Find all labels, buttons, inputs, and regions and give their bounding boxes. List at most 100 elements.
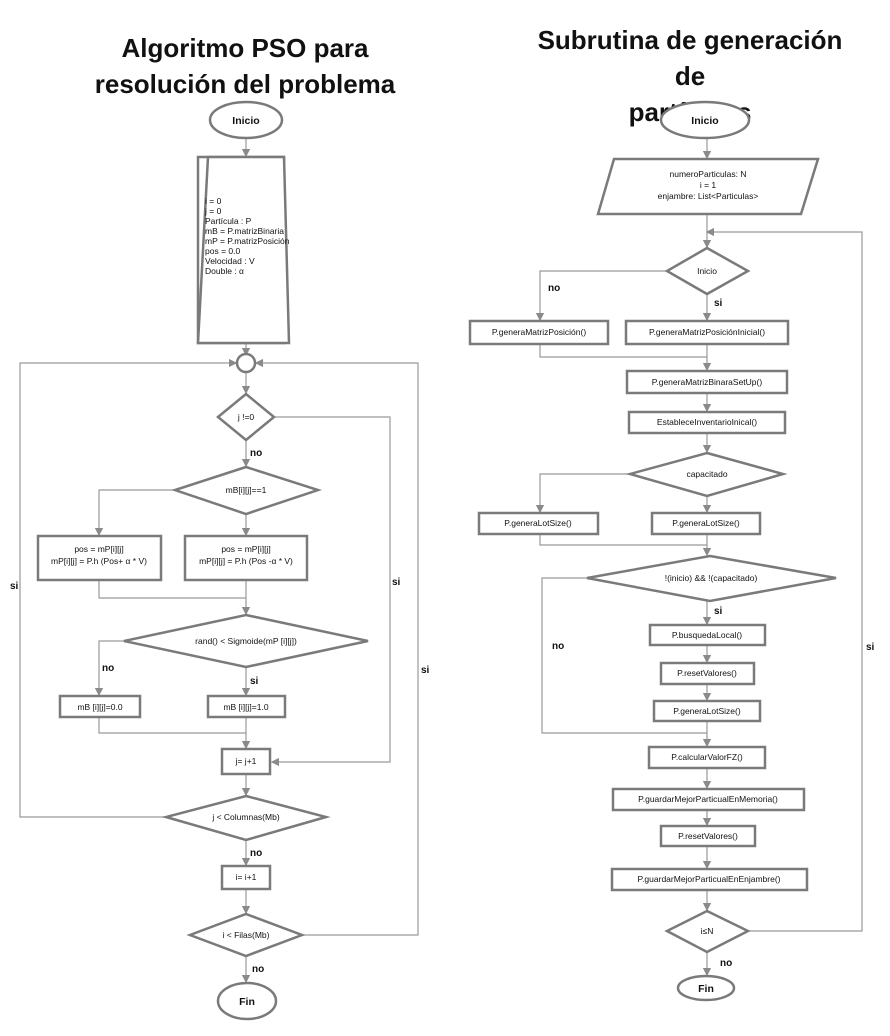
left-label-si-rows: si xyxy=(421,665,430,676)
right-box-enjambre-label: P.guardarMejorParticualEnEnjambre() xyxy=(638,874,781,884)
left-merge-connector xyxy=(235,352,257,374)
left-decision-rows: i < Filas(Mb) xyxy=(186,912,306,958)
left-decision-mb-label: mB[i][j]==1 xyxy=(226,485,267,495)
right-box-lot-left-label: P.generaLotSize() xyxy=(504,518,572,528)
left-label-si-cols: si xyxy=(10,581,19,592)
right-box-reset1-label: P.resetValores() xyxy=(677,668,737,678)
left-init-line-5: mP = P.matrizPosición xyxy=(205,236,290,246)
right-box-reset1: P.resetValores() xyxy=(659,661,756,686)
right-start-label: Inicio xyxy=(691,115,718,127)
right-box-gen-pos-ini-label: P.generaMatrizPosiciónInicial() xyxy=(649,327,765,337)
left-end-label: Fin xyxy=(239,996,255,1008)
left-label-si-rand: si xyxy=(250,676,259,687)
right-end-label: Fin xyxy=(698,983,714,995)
left-box-iinc: i= i+1 xyxy=(220,864,272,891)
right-box-bin-setup-label: P.generaMatrizBinaraSetUp() xyxy=(652,377,763,387)
right-box-inventario-label: EstableceInventarioInical() xyxy=(657,417,757,427)
right-box-lot-right: P.generaLotSize() xyxy=(650,511,762,536)
right-label-no-inicio: no xyxy=(548,283,560,294)
left-decision-rand: rand() < Sigmoide(mP [i][j]) xyxy=(123,613,369,669)
left-decision-rand-label: rand() < Sigmoide(mP [i][j]) xyxy=(195,636,297,646)
right-box-reset2-label: P.resetValores() xyxy=(678,831,738,841)
left-title-line1: Algoritmo PSO para xyxy=(121,33,369,63)
right-box-busqueda-label: P.busquedaLocal() xyxy=(672,630,742,640)
left-decision-cols: j < Columnas(Mb) xyxy=(161,794,331,842)
left-end-terminal: Fin xyxy=(216,981,278,1021)
left-label-no-rows: no xyxy=(252,964,264,975)
left-label-si-j: si xyxy=(392,577,401,588)
left-box-iinc-label: i= i+1 xyxy=(236,872,257,882)
right-init-line-2: i = 1 xyxy=(700,180,717,190)
left-init-line-7: Velocidad : V xyxy=(205,256,255,266)
left-decision-rows-label: i < Filas(Mb) xyxy=(223,930,270,940)
left-box-pos-add: pos = mP[i][j] mP[i][j] = P.h (Pos+ α * … xyxy=(36,534,163,582)
left-box-mb1-label: mB [i][j]=1.0 xyxy=(223,702,268,712)
left-box-jinc-label: j= j+1 xyxy=(235,756,257,766)
right-decision-capacitado: capacitado xyxy=(625,451,788,498)
left-start-label: Inicio xyxy=(232,115,259,127)
left-init-line-2: j = 0 xyxy=(204,206,222,216)
right-box-gen-pos-ini: P.generaMatrizPosiciónInicial() xyxy=(624,319,790,346)
right-decision-capacitado-label: capacitado xyxy=(686,469,727,479)
left-init-line-3: Partícula : P xyxy=(205,216,252,226)
right-label-no-end: no xyxy=(720,958,732,969)
right-box-reset2: P.resetValores() xyxy=(659,824,757,848)
left-box-mb0: mB [i][j]=0.0 xyxy=(58,694,142,719)
left-init-line-4: mB = P.matrizBinaria xyxy=(205,226,284,236)
right-init-parallelogram: numeroParticulas: N i = 1 enjambre: List… xyxy=(596,157,820,216)
right-label-no-both: no xyxy=(552,641,564,652)
left-init-parallelogram: i = 0 j = 0 Partícula : P mB = P.matrizB… xyxy=(196,155,291,345)
right-box-inventario: EstableceInventarioInical() xyxy=(627,410,787,435)
left-decision-mb: mB[i][j]==1 xyxy=(171,465,323,516)
left-title-line2: resolución del problema xyxy=(94,69,396,99)
right-init-line-1: numeroParticulas: N xyxy=(669,169,746,179)
right-box-enjambre: P.guardarMejorParticualEnEnjambre() xyxy=(610,867,809,892)
right-decision-both: !(inicio) && !(capacitado) xyxy=(586,554,837,603)
left-box-pos-sub-line1: pos = mP[i][j] xyxy=(221,544,270,554)
right-decision-iN-label: i≤N xyxy=(701,926,714,936)
right-label-si-both: si xyxy=(714,606,723,617)
right-flowchart: Inicio numeroParticulas: N i = 1 enjambr… xyxy=(468,100,875,1002)
right-box-busqueda: P.busquedaLocal() xyxy=(648,623,767,647)
right-box-lot3: P.generaLotSize() xyxy=(652,699,762,723)
left-flowchart: Inicio i = 0 j = 0 Partícula : P mB = P.… xyxy=(10,100,430,1021)
right-box-fz: P.calcularValorFZ() xyxy=(647,745,767,770)
right-end-terminal: Fin xyxy=(676,974,736,1002)
right-decision-inicio-label: Inicio xyxy=(697,266,717,276)
right-title-line1: Subrutina de generación de xyxy=(537,25,843,91)
right-label-si-loop: si xyxy=(866,642,875,653)
right-box-lot-left: P.generaLotSize() xyxy=(477,511,600,536)
left-title: Algoritmo PSO para resolución del proble… xyxy=(90,30,400,102)
right-box-mem-label: P.guardarMejorParticualEnMemoria() xyxy=(638,794,778,804)
right-box-mem: P.guardarMejorParticualEnMemoria() xyxy=(611,787,806,812)
left-label-no-j: no xyxy=(250,448,262,459)
right-decision-iN: i≤N xyxy=(664,909,751,954)
right-box-bin-setup: P.generaMatrizBinaraSetUp() xyxy=(625,369,789,395)
left-start-terminal: Inicio xyxy=(208,100,284,140)
right-label-si-inicio: si xyxy=(714,298,723,309)
left-box-mb0-label: mB [i][j]=0.0 xyxy=(77,702,122,712)
left-box-pos-sub: pos = mP[i][j] mP[i][j] = P.h (Pos -α * … xyxy=(183,534,309,582)
left-box-pos-add-line2: mP[i][j] = P.h (Pos+ α * V) xyxy=(51,556,147,566)
right-init-line-3: enjambre: List<Particulas> xyxy=(658,191,759,201)
left-decision-cols-label: j < Columnas(Mb) xyxy=(211,812,279,822)
left-init-line-1: i = 0 xyxy=(205,196,222,206)
right-box-gen-pos-label: P.generaMatrizPosición() xyxy=(492,327,586,337)
left-init-line-6: pos = 0.0 xyxy=(205,246,240,256)
left-decision-j-label: j !=0 xyxy=(237,412,255,422)
left-label-no-cols: no xyxy=(250,848,262,859)
right-box-gen-pos: P.generaMatrizPosición() xyxy=(468,319,610,346)
right-decision-both-label: !(inicio) && !(capacitado) xyxy=(665,573,758,583)
left-label-no-rand: no xyxy=(102,663,114,674)
left-box-jinc: j= j+1 xyxy=(220,747,272,776)
right-decision-inicio: Inicio xyxy=(664,246,751,296)
left-box-pos-sub-line2: mP[i][j] = P.h (Pos -α * V) xyxy=(199,556,293,566)
right-box-fz-label: P.calcularValorFZ() xyxy=(671,752,743,762)
right-start-terminal: Inicio xyxy=(659,100,751,140)
left-box-mb1: mB [i][j]=1.0 xyxy=(206,694,287,719)
left-box-pos-add-line1: pos = mP[i][j] xyxy=(74,544,123,554)
right-box-lot-right-label: P.generaLotSize() xyxy=(672,518,740,528)
left-decision-j: j !=0 xyxy=(216,392,276,442)
left-init-line-8: Double : α xyxy=(205,266,244,276)
